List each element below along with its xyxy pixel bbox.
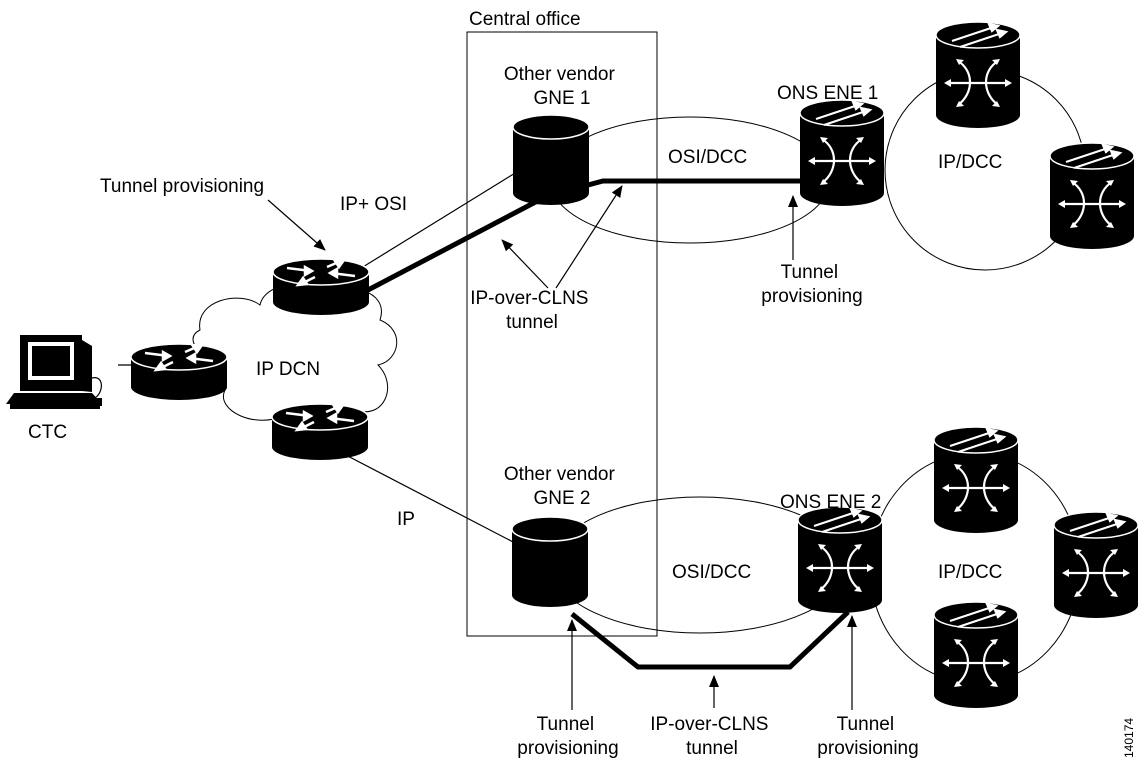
- figure-id-label: 140174: [1122, 718, 1136, 758]
- arrow-tunnel-prov-left: [267, 199, 326, 251]
- tunnel-prov-ene2-label: Tunnel provisioning: [817, 714, 918, 759]
- clns-tunnel-line-bottom: [570, 610, 850, 670]
- ons-node-top-right-2: [1048, 141, 1136, 251]
- clns-tunnel-line-top: [366, 178, 805, 293]
- ip-dcn-label: IP DCN: [256, 359, 320, 380]
- router-ip: [270, 402, 370, 462]
- gne1-cylinder: [512, 114, 590, 206]
- clns-tunnel-top-label: IP-over-CLNS tunnel: [470, 288, 594, 333]
- ons-node-top-right-1: [934, 20, 1022, 130]
- router-ctc: [129, 342, 229, 402]
- tunnel-provisioning-left-label: Tunnel provisioning: [100, 176, 264, 197]
- ip-osi-link: [344, 169, 521, 279]
- ctc-label: CTC: [28, 422, 67, 443]
- ons-ene2-switch: [796, 505, 884, 615]
- ons-ene1-switch: [798, 98, 886, 208]
- ons-ene2-label: ONS ENE 2: [780, 492, 881, 513]
- clns-tunnel-bottom-label: IP-over-CLNS tunnel: [650, 714, 774, 759]
- ons-node-bottom-right-3: [932, 600, 1020, 710]
- arrow-clns-top-1: [501, 239, 549, 289]
- osi-dcc-bottom-label: OSI/DCC: [672, 562, 751, 583]
- central-office-label: Central office: [469, 9, 581, 30]
- ons-node-bottom-right-2: [1052, 510, 1140, 620]
- osi-dcc-top-label: OSI/DCC: [668, 147, 747, 168]
- central-office-box: [466, 31, 658, 637]
- ons-ene1-label: ONS ENE 1: [777, 83, 878, 104]
- ip-label: IP: [397, 509, 415, 530]
- ip-dcc-bottom-label: IP/DCC: [938, 562, 1002, 583]
- ip-link: [339, 451, 516, 544]
- arrow-clns-top-2: [555, 185, 623, 289]
- ip-osi-label: IP+ OSI: [340, 194, 407, 215]
- gne2-cylinder: [511, 516, 589, 608]
- gne1-label: Other vendor GNE 1: [504, 64, 620, 109]
- gne2-label: Other vendor GNE 2: [504, 464, 620, 509]
- ctc-computer-icon: [6, 335, 102, 409]
- router-tunnel: [271, 257, 371, 317]
- tunnel-prov-gne2-label: Tunnel provisioning: [517, 714, 618, 759]
- ip-dcc-top-label: IP/DCC: [938, 152, 1002, 173]
- ons-node-bottom-right-1: [932, 425, 1020, 535]
- tunnel-prov-ene1-label: Tunnel provisioning: [761, 262, 862, 307]
